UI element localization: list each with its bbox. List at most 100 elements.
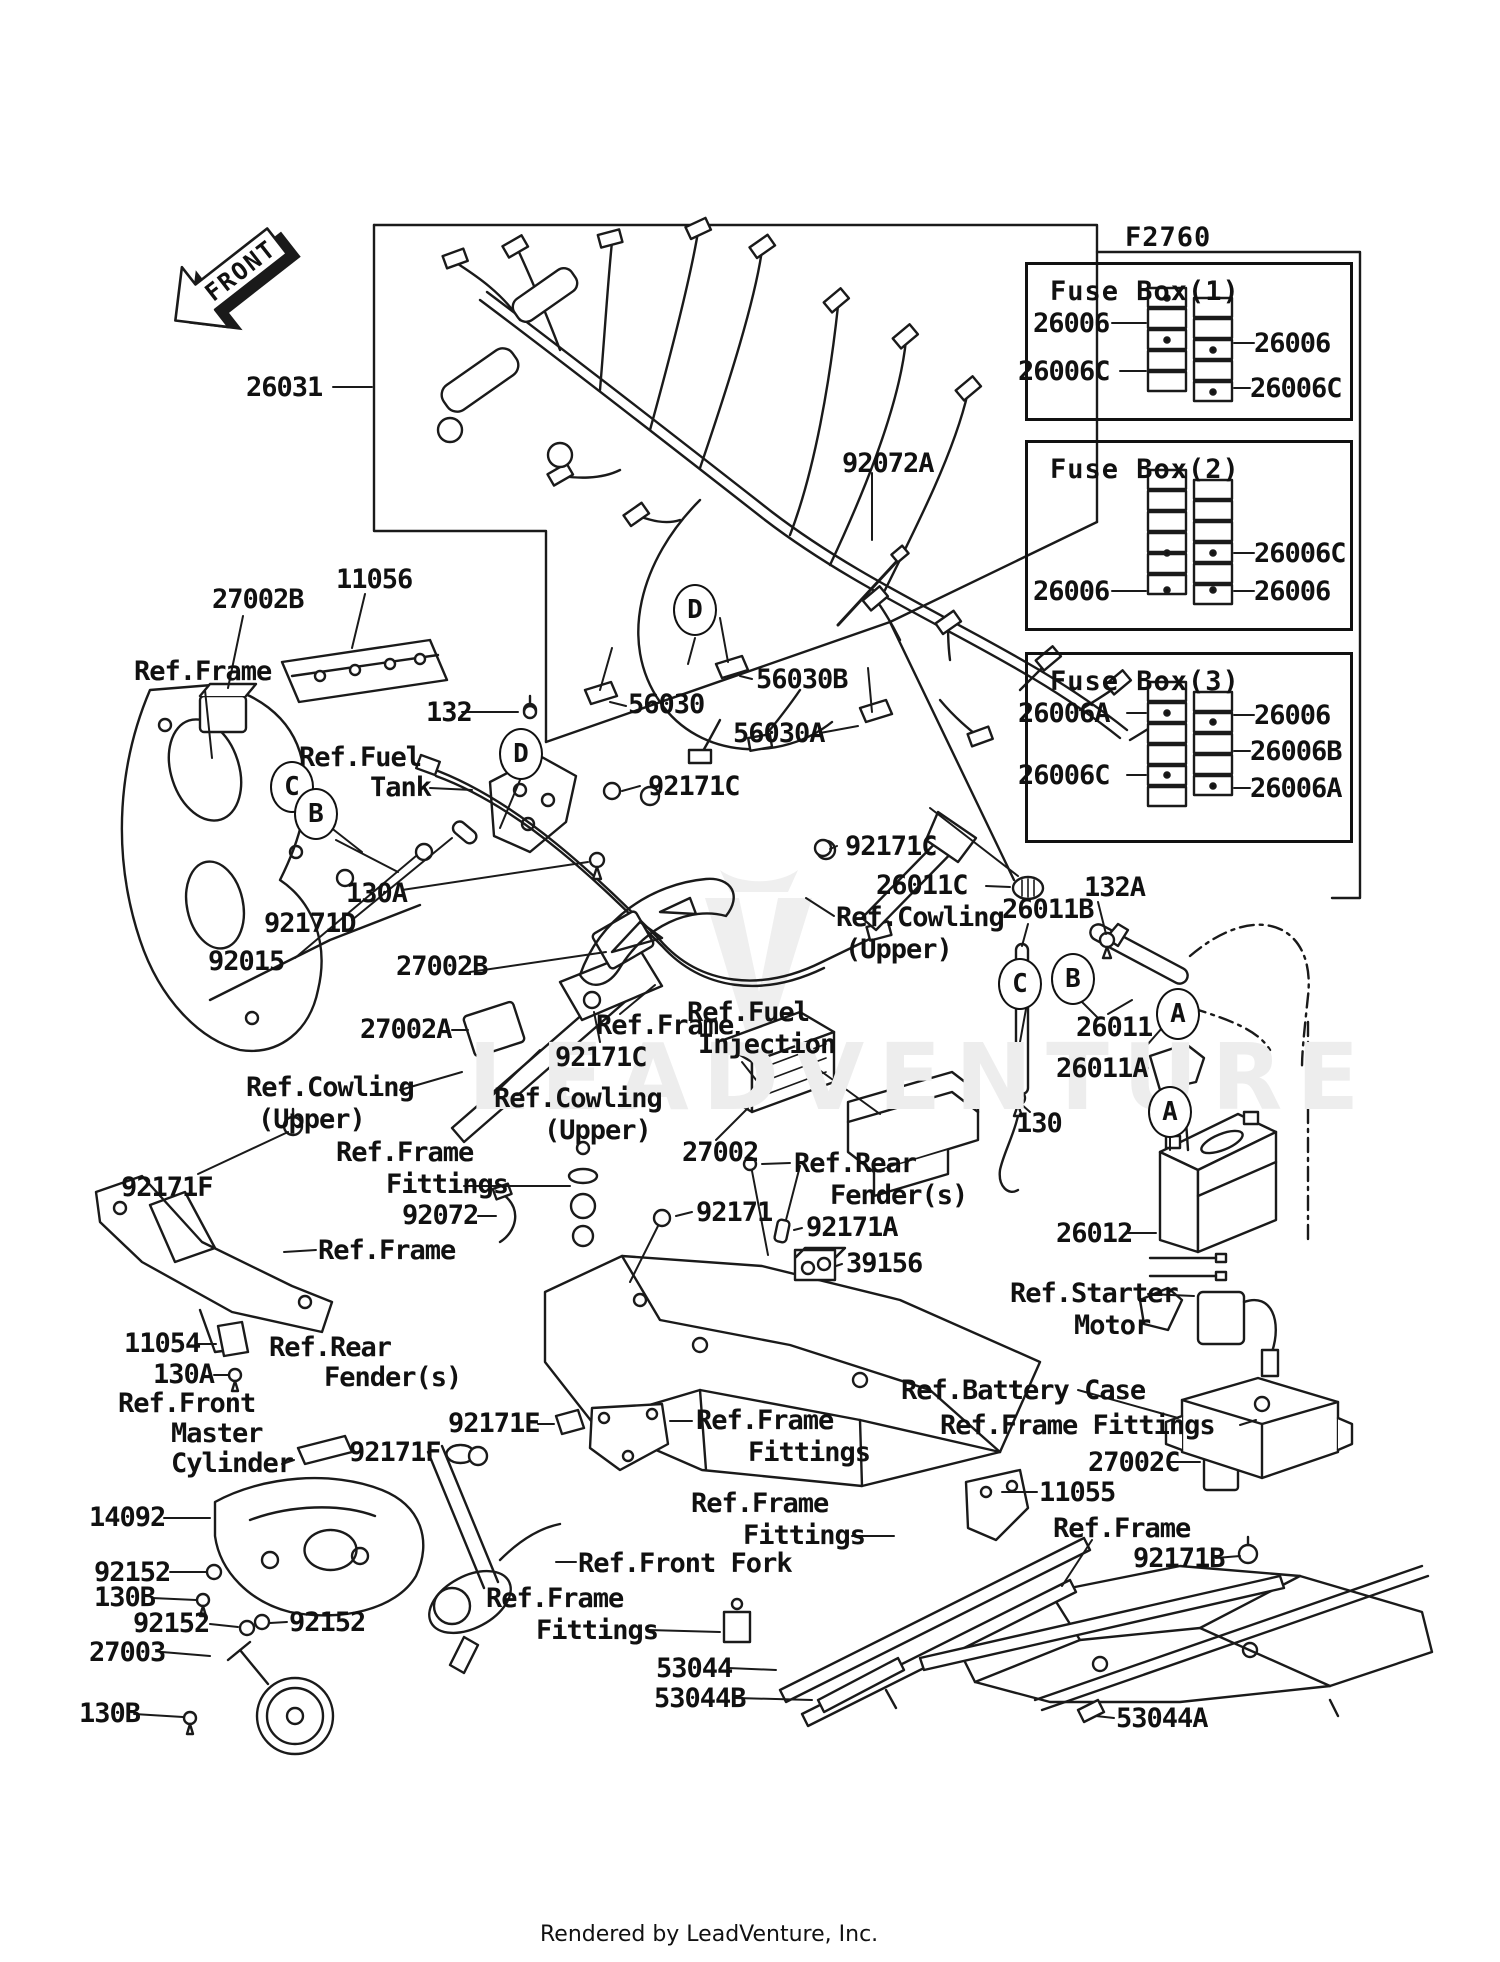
part-label: 130	[1016, 1108, 1063, 1139]
fuse-box-title: Fuse Box(2)	[1050, 454, 1240, 485]
front-arrow: FRONT	[174, 227, 301, 331]
part-label: 39156	[846, 1248, 923, 1279]
fuse-box-title: Fuse Box(1)	[1050, 276, 1240, 307]
part-label: 92171C	[648, 771, 741, 802]
part-label: 92171C	[845, 831, 938, 862]
part-label: 11056	[336, 564, 413, 595]
hardware-glyphs	[182, 694, 1259, 1736]
part-label: Ref.Frame	[134, 656, 272, 687]
part-label: 92171D	[264, 908, 357, 939]
part-label: Ref.Frame	[486, 1583, 624, 1614]
part-label: Fender(s)	[324, 1362, 462, 1393]
part-label: 11054	[124, 1328, 201, 1359]
callout-letter: B	[294, 788, 338, 840]
part-label: 92171	[696, 1197, 773, 1228]
wiring-harness-drawing	[436, 216, 1183, 765]
fuse-part-label: 26006	[1033, 308, 1110, 339]
watermark-text: LEADVENTURE	[468, 1024, 1374, 1131]
part-label: Ref.Frame	[696, 1405, 834, 1436]
part-label: 26031	[246, 372, 323, 403]
callout-letter: A	[1156, 988, 1200, 1040]
part-label: Ref.Rear	[269, 1332, 392, 1363]
part-label: 132A	[1084, 872, 1146, 903]
part-label: 26012	[1056, 1218, 1133, 1249]
fuse-part-label: 26006	[1254, 328, 1331, 359]
part-label: Ref.Frame	[1053, 1513, 1191, 1544]
part-label: (Upper)	[845, 934, 953, 965]
part-label: 92152	[289, 1607, 366, 1638]
part-label: Fittings	[386, 1169, 509, 1200]
part-label: 92152	[133, 1608, 210, 1639]
part-label: 26011A	[1056, 1053, 1149, 1084]
part-label: Ref.Battery Case	[901, 1375, 1146, 1406]
diagram-code: F2760	[1125, 222, 1212, 253]
part-label: 27002B	[396, 951, 489, 982]
leader-lines	[133, 322, 1257, 1719]
fuel-tank-bracket-drawing	[415, 702, 893, 987]
part-label: 53044A	[1116, 1703, 1209, 1734]
part-label: 92072	[402, 1200, 479, 1231]
part-label: 92015	[208, 946, 285, 977]
frame-gusset-drawing	[578, 877, 735, 986]
part-label: 92171E	[448, 1408, 541, 1439]
part-label: Fittings	[743, 1520, 866, 1551]
part-label: 26011B	[1002, 894, 1095, 925]
part-label: 92171F	[349, 1437, 442, 1468]
fuse-part-label: 26006	[1254, 700, 1331, 731]
fuse-part-label: 26006C	[1250, 373, 1343, 404]
part-label: 27002A	[360, 1014, 453, 1045]
part-label: Motor	[1074, 1310, 1151, 1341]
part-label: 56030A	[733, 718, 826, 749]
part-label: 132	[426, 697, 473, 728]
fuse-part-label: 26006C	[1018, 760, 1111, 791]
part-label: Fittings	[748, 1437, 871, 1468]
part-label: 56030	[628, 689, 705, 720]
callout-letter: D	[499, 728, 543, 780]
part-label: Tank	[370, 772, 432, 803]
callout-letter: A	[1148, 1086, 1192, 1138]
fuse-box-panel	[1025, 652, 1353, 843]
part-label: 26011C	[876, 870, 969, 901]
part-label: 92171C	[555, 1042, 648, 1073]
fuse-part-label: 26006A	[1250, 773, 1343, 804]
front-lower-parts	[213, 1434, 480, 1756]
part-label: (Upper)	[544, 1115, 652, 1146]
battery-drawing	[1158, 1110, 1278, 1254]
part-label: Ref.Cowling	[494, 1083, 663, 1114]
part-label: Ref.Frame	[336, 1137, 474, 1168]
callout-letter: B	[1051, 953, 1095, 1005]
part-label: Ref.Frame	[596, 1010, 734, 1041]
fuse-part-label: 26006	[1254, 576, 1331, 607]
callout-letter: C	[998, 958, 1042, 1010]
part-label: 14092	[89, 1502, 166, 1533]
part-label: Ref.Rear	[794, 1148, 917, 1179]
part-label: Ref.Fuel	[299, 742, 422, 773]
part-label: Ref.Starter	[1010, 1278, 1179, 1309]
part-label: 53044	[656, 1653, 733, 1684]
front-fork-drawing	[426, 1443, 562, 1635]
ecu-drawing	[716, 1010, 980, 1198]
fuse-part-label: 26006C	[1018, 356, 1111, 387]
part-label: 53044B	[654, 1683, 747, 1714]
part-label: Fittings	[536, 1615, 659, 1646]
fuse-part-label: 26006A	[1018, 698, 1111, 729]
fuse-box-panel	[1025, 262, 1353, 421]
part-label: 27002	[682, 1137, 759, 1168]
part-label: Fender(s)	[830, 1180, 968, 1211]
starter-relay-drawing	[1138, 1252, 1280, 1378]
junction-strip-drawing	[198, 638, 449, 734]
fuse-box-title: Fuse Box(3)	[1050, 666, 1240, 697]
part-label: 27002C	[1088, 1447, 1181, 1478]
part-label: Ref.Front	[118, 1388, 256, 1419]
part-label: 27003	[89, 1637, 166, 1668]
part-label: Ref.Cowling	[836, 902, 1005, 933]
part-label: Cylinder	[171, 1448, 294, 1479]
part-label: 92072A	[842, 448, 935, 479]
part-label: 92171A	[806, 1212, 899, 1243]
fuse-box-panel	[1025, 440, 1353, 631]
frame-front-drawing	[120, 683, 422, 1053]
callout-letter: C	[270, 761, 314, 813]
callout-letter: D	[673, 584, 717, 636]
battery-case-drawing	[1164, 1376, 1354, 1480]
